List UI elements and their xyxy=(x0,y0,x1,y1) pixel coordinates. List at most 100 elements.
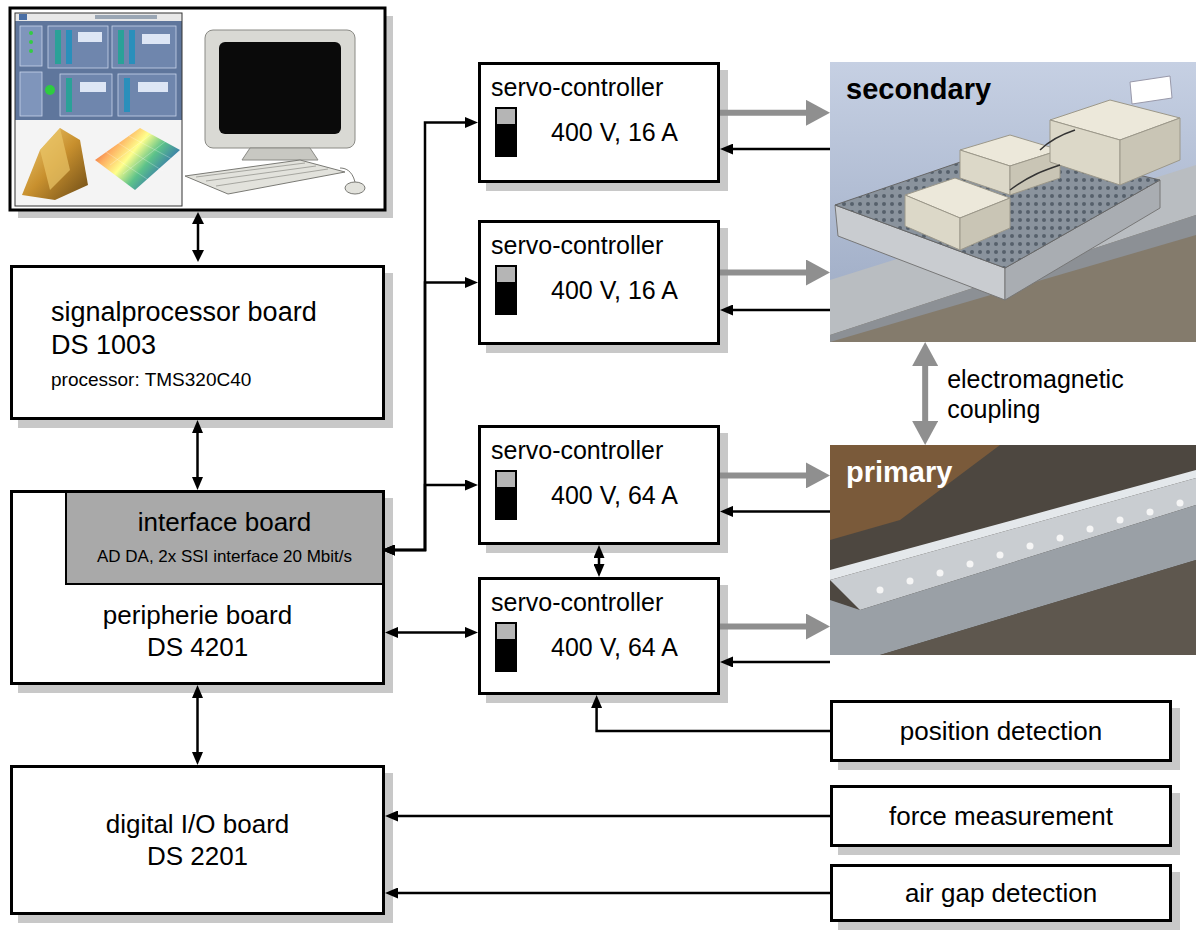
rating-row: 400 V, 64 A xyxy=(491,470,707,520)
illustration-shape xyxy=(1147,509,1154,516)
box-title: servo-controller xyxy=(491,229,663,261)
connector-arrow xyxy=(720,110,806,116)
connector-arrow xyxy=(395,123,465,551)
sensor-box: force measurement xyxy=(830,785,1172,847)
sensor-box: position detection xyxy=(830,700,1172,762)
illustration-shape xyxy=(66,78,72,112)
illustration-shape xyxy=(106,133,174,181)
board-box: peripherie board DS 4201interface boardA… xyxy=(10,490,385,685)
illustration-shape xyxy=(129,30,135,64)
illustration-shape xyxy=(19,14,27,20)
illustration-shape xyxy=(830,505,1196,655)
connector-arrow xyxy=(398,892,830,895)
connector-arrow xyxy=(720,624,806,630)
illustration-shape xyxy=(22,128,88,200)
box-subtitle: 400 V, 16 A xyxy=(551,117,678,147)
connector-arrow xyxy=(395,485,465,550)
illustration-shape xyxy=(95,15,157,19)
illustration-shape xyxy=(1057,535,1064,542)
illustration-shape xyxy=(138,82,168,92)
level-icon xyxy=(495,470,517,520)
connector-arrow xyxy=(395,283,465,551)
illustration-shape xyxy=(830,62,1196,342)
box-title: servo-controller xyxy=(491,434,663,466)
servo-box: servo-controller 400 V, 16 A xyxy=(478,220,720,345)
sensor-box: air gap detection xyxy=(830,864,1172,922)
illustration-shape xyxy=(142,34,170,44)
illustration-shape xyxy=(905,195,960,250)
illustration-shape xyxy=(340,168,355,182)
connector-arrow xyxy=(720,472,806,478)
computer-illustration xyxy=(10,8,393,218)
box-title: servo-controller xyxy=(491,586,663,618)
box-title: primary xyxy=(846,455,952,489)
box-title: signalprocessor board DS 1003 xyxy=(51,296,340,362)
connector-arrow xyxy=(733,661,830,664)
secondary-photo xyxy=(830,62,1196,342)
box-title: peripherie board DS 4201 xyxy=(92,599,303,663)
illustration-shape xyxy=(967,561,974,568)
illustration-shape xyxy=(1050,120,1120,185)
illustration-shape xyxy=(1130,76,1172,104)
box-title: digital I/O board DS 2201 xyxy=(95,808,300,872)
illustration-shape xyxy=(960,198,1010,250)
illustration-shape xyxy=(830,445,1196,655)
illustration-shape xyxy=(95,128,180,190)
connector-arrow xyxy=(398,815,830,818)
rating-row: 400 V, 64 A xyxy=(491,622,707,672)
illustration-shape xyxy=(197,222,200,252)
illustration-shape xyxy=(20,72,42,116)
illustration-shape xyxy=(242,148,318,160)
illustration-shape xyxy=(196,163,328,186)
illustration-shape xyxy=(907,578,914,585)
illustration-shape xyxy=(15,13,182,120)
box-title: force measurement xyxy=(889,801,1113,831)
box-title: servo-controller xyxy=(491,71,663,103)
box-title: position detection xyxy=(900,716,1102,746)
illustration-shape xyxy=(15,13,182,21)
servo-box: servo-controller 400 V, 64 A xyxy=(478,425,720,545)
illustration-shape xyxy=(1117,517,1124,524)
level-icon xyxy=(495,265,517,315)
illustration-shape xyxy=(937,570,944,577)
illustration-shape xyxy=(124,78,130,112)
connector-arrow xyxy=(733,148,830,151)
illustration-shape xyxy=(112,26,176,68)
rating-row: 400 V, 16 A xyxy=(491,107,707,157)
illustration-shape xyxy=(118,30,124,64)
connector-arrow xyxy=(733,510,830,513)
connector-arrow xyxy=(196,698,199,752)
box-title: air gap detection xyxy=(905,878,1097,908)
box-subtitle: 400 V, 64 A xyxy=(551,632,678,662)
board-box: digital I/O board DS 2201 xyxy=(10,765,385,915)
illustration-shape xyxy=(960,150,1010,195)
illustration-shape xyxy=(1177,500,1184,507)
box-subtitle: AD DA, 2x SSI interface 20 Mbit/s xyxy=(97,547,352,567)
illustration-shape xyxy=(830,445,1000,540)
illustration-shape xyxy=(345,182,365,194)
illustration-shape xyxy=(877,587,884,594)
box-subtitle: processor: TMS320C40 xyxy=(51,368,251,392)
illustration-shape xyxy=(1010,130,1075,190)
illustration-shape xyxy=(29,49,33,53)
illustration-shape xyxy=(1120,118,1180,185)
level-icon xyxy=(495,622,517,672)
illustration-shape xyxy=(29,31,33,35)
servo-box: servo-controller 400 V, 16 A xyxy=(478,62,720,183)
photo-panel: primary xyxy=(830,445,1196,655)
connector-arrow xyxy=(720,270,806,276)
illustration-shape xyxy=(48,26,108,68)
connector-arrow xyxy=(196,433,199,477)
box-subtitle: 400 V, 16 A xyxy=(551,275,678,305)
edge-label: electromagnetic coupling xyxy=(947,364,1160,424)
illustration-shape xyxy=(45,85,55,95)
illustration-shape xyxy=(10,8,385,210)
box-title: secondary xyxy=(846,72,991,106)
illustration-shape xyxy=(55,30,61,64)
illustration-shape xyxy=(880,560,1196,655)
servo-box: servo-controller 400 V, 64 A xyxy=(478,577,720,695)
level-icon xyxy=(495,107,517,157)
illustration-shape xyxy=(185,160,345,194)
photo-panel: secondary xyxy=(830,62,1196,342)
